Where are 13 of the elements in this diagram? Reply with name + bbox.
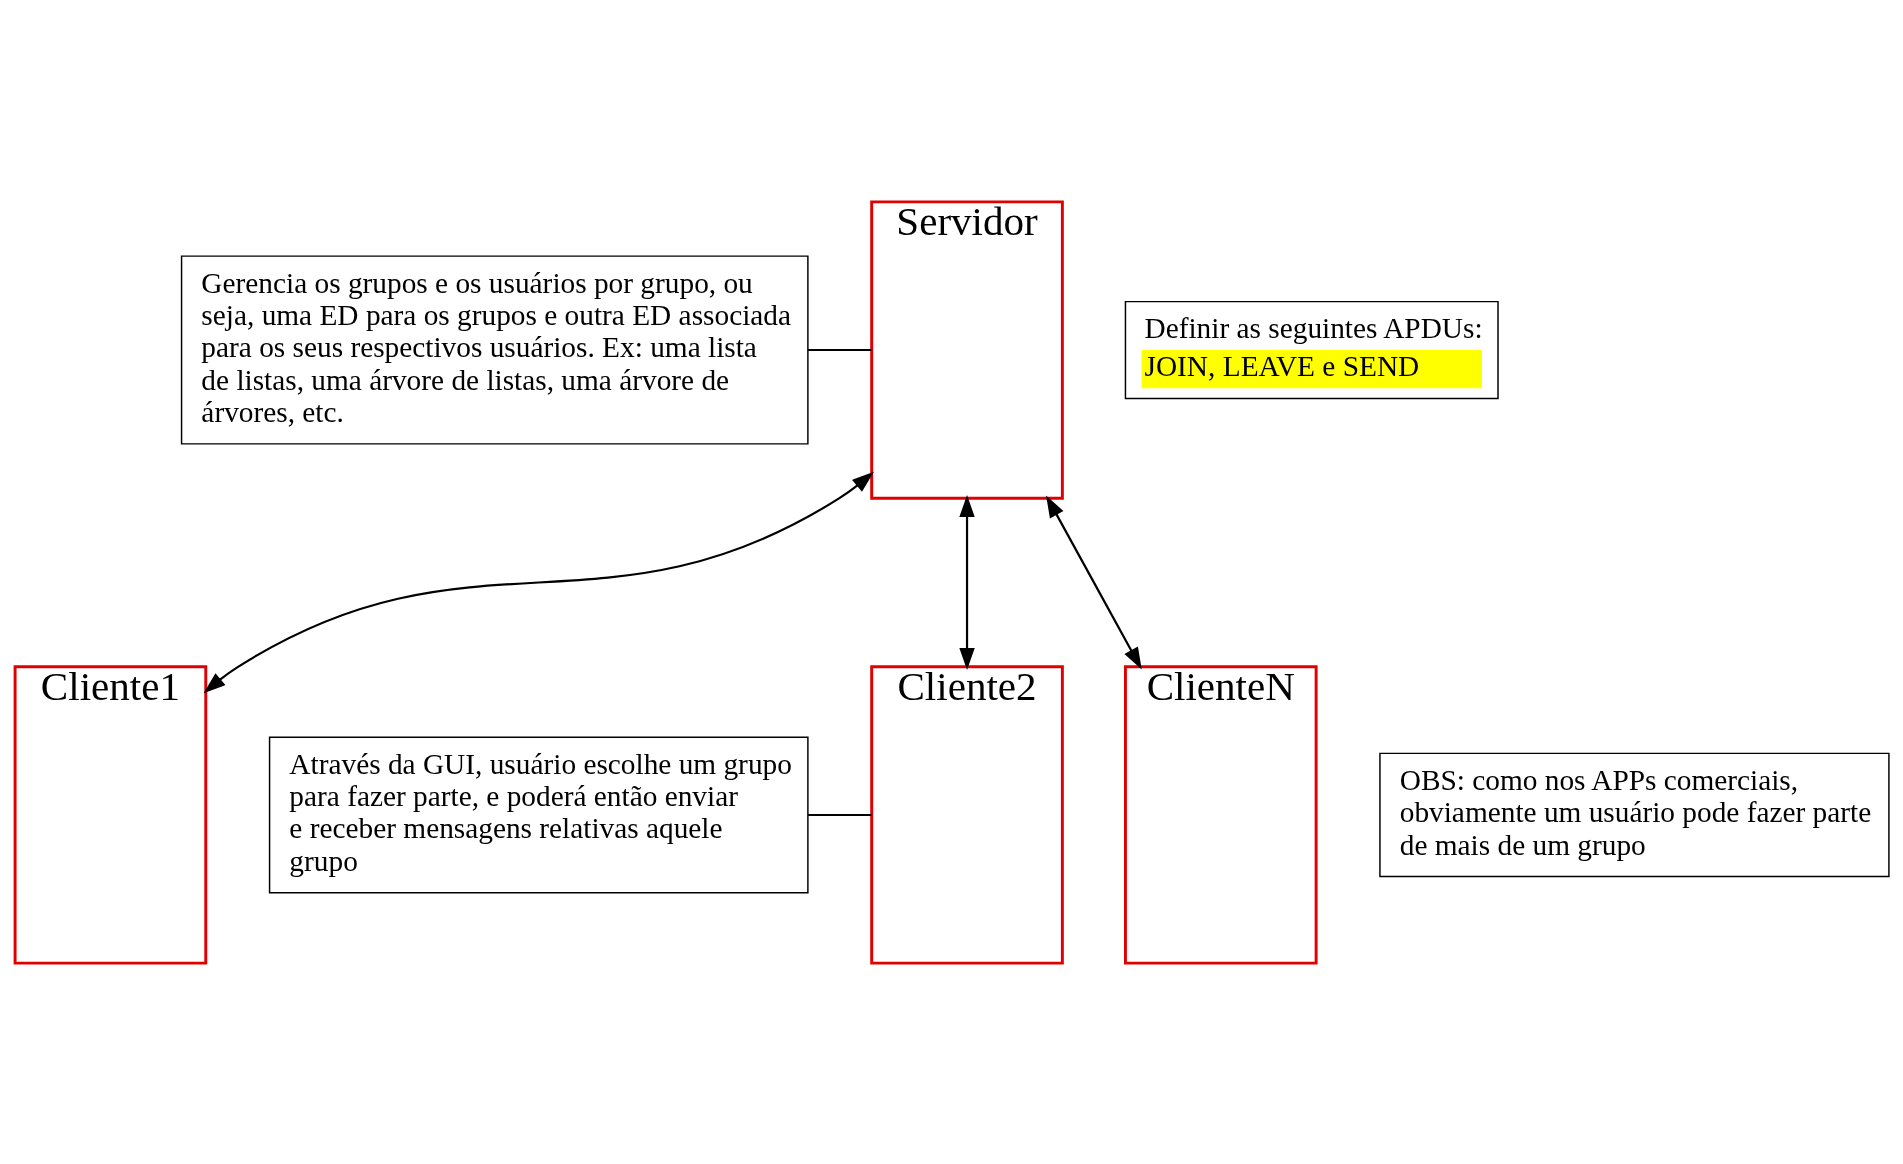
connector bbox=[807, 348, 871, 351]
node-box: Gerencia os grupos e os usuários por grupo, ou seja, uma ED para os grupos e outra ED associada para os seus respectivos usuários. Ex: uma lista de listas, uma árvore de listas, uma árvore de árvores, etc. bbox=[180, 254, 809, 445]
connector bbox=[807, 813, 871, 816]
arrow bbox=[958, 494, 975, 670]
node-box: OBS: como nos APPs comerciais, obviamente um usuário pode fazer parte de mais de um grupo bbox=[1378, 752, 1890, 877]
arrow bbox=[1045, 494, 1142, 670]
arrow bbox=[203, 471, 874, 693]
node-box: Através da GUI, usuário escolhe um grupo para fazer parte, e poderá então enviar e receber mensagens relativas aquele grupo bbox=[268, 736, 809, 893]
node-box: ClienteN bbox=[1123, 664, 1318, 965]
node-box: Definir as seguintes APDUs: JOIN, LEAVE e SEND bbox=[1124, 300, 1499, 399]
node-box: Cliente1 bbox=[13, 664, 207, 965]
node-box: Servidor bbox=[869, 199, 1064, 500]
node-box: Cliente2 bbox=[869, 664, 1064, 965]
